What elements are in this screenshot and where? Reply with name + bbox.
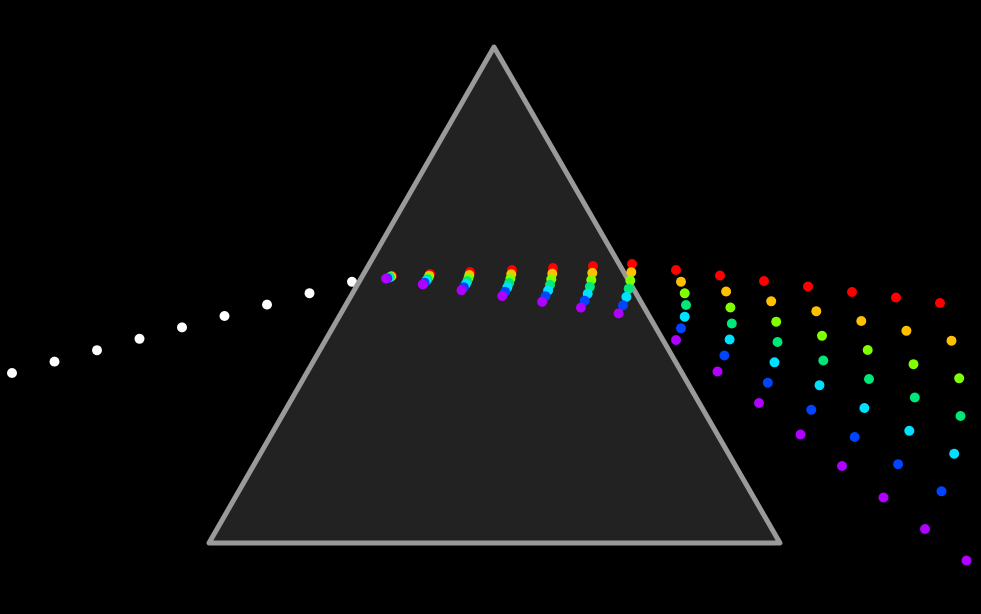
beam-dot <box>134 333 145 344</box>
spectrum-dot <box>766 296 777 307</box>
spectrum-dot <box>771 316 782 327</box>
spectrum-dot <box>935 298 945 308</box>
spectrum-dot <box>719 350 730 361</box>
spectrum-dot <box>679 311 690 322</box>
beam-dot <box>262 299 272 310</box>
spectrum-dot <box>618 300 628 311</box>
spectrum-dot <box>864 374 874 384</box>
spectrum-dot <box>762 377 773 388</box>
spectrum-dot <box>726 318 737 329</box>
spectrum-dot <box>627 259 637 269</box>
spectrum-dot <box>847 287 857 297</box>
spectrum-dot <box>901 325 912 336</box>
spectrum-dot <box>818 355 829 366</box>
beam-dot <box>219 311 230 321</box>
spectrum-dot <box>381 273 391 284</box>
spectrum-dot <box>954 373 965 384</box>
beam-dot <box>177 322 187 333</box>
spectrum-dot <box>920 524 930 534</box>
beam-dot <box>49 356 60 367</box>
spectrum-dot <box>621 291 632 302</box>
spectrum-dot <box>671 335 681 345</box>
dispersed-spectrum <box>381 259 972 566</box>
beam-dot <box>7 368 17 378</box>
spectrum-dot <box>417 279 428 290</box>
spectrum-dot <box>859 403 870 413</box>
spectrum-dot <box>806 404 817 415</box>
spectrum-dot <box>772 337 783 347</box>
beam-dot <box>304 288 315 299</box>
spectrum-dot <box>769 357 780 368</box>
spectrum-dot <box>613 308 624 319</box>
spectrum-dot <box>625 275 636 286</box>
spectrum-dot <box>575 302 586 313</box>
spectrum-dot <box>676 323 686 334</box>
spectrum-dot <box>814 380 825 391</box>
spectrum-dot <box>961 555 972 566</box>
spectrum-dot <box>817 330 827 341</box>
spectrum-dot <box>626 267 637 278</box>
spectrum-dot <box>878 492 889 503</box>
spectrum-dot <box>721 286 732 297</box>
spectrum-dot <box>623 283 634 294</box>
spectrum-dot <box>497 291 508 301</box>
prism-triangle <box>206 44 783 546</box>
spectrum-dot <box>803 281 813 292</box>
spectrum-dot <box>712 366 723 377</box>
spectrum-dot <box>715 270 725 281</box>
spectrum-dot <box>754 398 764 408</box>
spectrum-dot <box>795 429 806 440</box>
incident-white-beam <box>7 276 357 378</box>
spectrum-dot <box>537 296 548 307</box>
spectrum-dot <box>724 334 735 345</box>
spectrum-dot <box>909 392 920 403</box>
spectrum-dot <box>759 276 769 286</box>
spectrum-dot <box>811 306 822 317</box>
spectrum-dot <box>679 288 690 299</box>
spectrum-dot <box>837 461 847 471</box>
spectrum-dot <box>893 459 904 470</box>
spectrum-dot <box>456 285 467 296</box>
spectrum-dot <box>856 316 867 326</box>
spectrum-dot <box>955 411 966 421</box>
spectrum-dot <box>891 292 901 303</box>
spectrum-dot <box>908 359 919 370</box>
spectrum-dot <box>946 335 957 346</box>
spectrum-dot <box>949 448 960 459</box>
spectrum-dot <box>676 276 686 287</box>
spectrum-dot <box>681 300 691 310</box>
beam-dot <box>92 345 102 356</box>
spectrum-dot <box>725 302 736 313</box>
spectrum-dot <box>849 432 860 442</box>
spectrum-dot <box>904 425 915 436</box>
beam-dot <box>347 276 357 287</box>
spectrum-dot <box>671 265 681 275</box>
spectrum-dot <box>862 345 873 355</box>
spectrum-dot <box>936 486 947 497</box>
